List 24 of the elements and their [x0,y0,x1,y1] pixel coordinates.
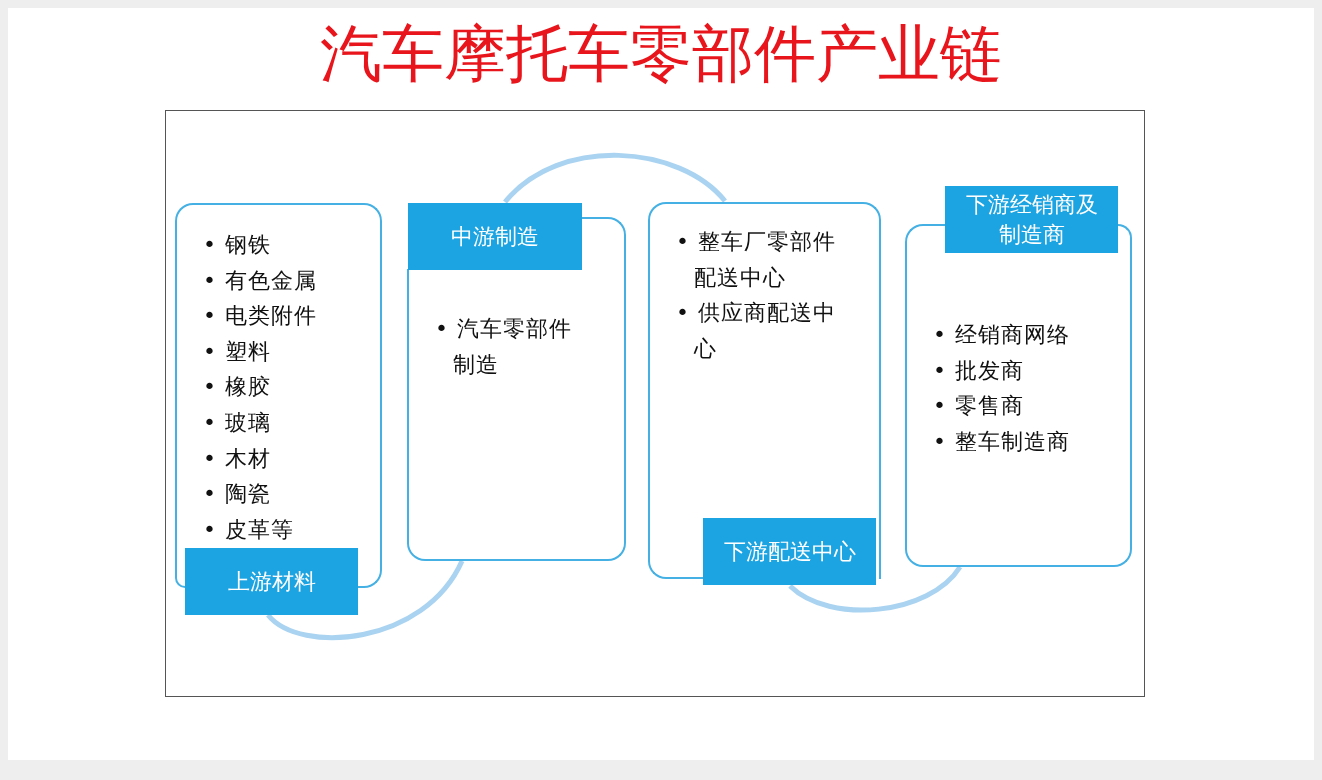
bullet-item: • 整车厂零部件配送中心 [676,228,837,292]
bullet-item: • 玻璃 [203,408,272,437]
bullet-item: • 经销商网络 [933,321,1071,349]
bullet-item: • 木材 [203,444,272,473]
bullet-item: • 汽车零部件制造 [435,315,573,379]
bullet-item: • 供应商配送中心 [676,299,837,363]
heading-tab: 下游经销商及制造商 [945,186,1118,253]
bullet-item: • 有色金属 [203,266,318,295]
bullet-item: • 橡胶 [203,373,272,402]
bullet-item: • 陶瓷 [203,480,272,509]
curved-connector [503,152,727,204]
bullet-item: • 零售商 [933,392,1025,421]
title: 汽车摩托车零部件产业链 [320,17,1002,90]
bullet-item: • 电类附件 [203,302,318,331]
bullet-item: • 皮革等 [203,515,295,544]
bullet-item: • 批发商 [933,356,1025,385]
curved-connector [788,565,962,613]
curved-connector [266,559,465,640]
bullet-item: • 塑料 [203,337,272,366]
heading-tab: 中游制造 [408,203,582,270]
heading-tab: 下游配送中心 [703,518,876,585]
bullet-item: • 整车制造商 [933,427,1071,456]
heading-tab: 上游材料 [185,548,358,615]
bullet-item: • 钢铁 [203,231,272,259]
